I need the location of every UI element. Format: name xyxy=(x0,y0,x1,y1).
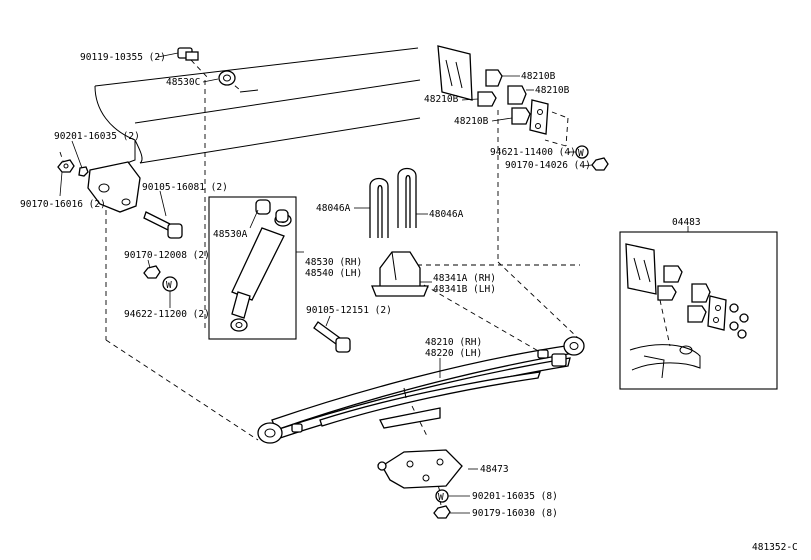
label-48473: 48473 xyxy=(480,464,509,475)
label-90170-14026: 90170-14026 (4) xyxy=(505,160,591,171)
bushing-48530A xyxy=(255,199,289,223)
figure-reference-number: 481352-C xyxy=(752,542,798,553)
label-48210B-1: 48210B xyxy=(521,71,556,82)
assembly-dashed-lines xyxy=(59,59,580,511)
vehicle-frame xyxy=(87,47,421,213)
label-04483: 04483 xyxy=(672,217,701,228)
washer-90201-16035: W xyxy=(435,489,449,503)
washer-94621-11400: W xyxy=(575,145,589,159)
label-48530A: 48530A xyxy=(213,229,248,240)
kit-04483-contents xyxy=(625,243,749,379)
label-90170-12008: 90170-12008 (2) xyxy=(124,250,210,261)
label-48210B-3: 48210B xyxy=(424,94,459,105)
bushing-icon xyxy=(218,70,236,86)
washer-icon: W xyxy=(162,276,178,292)
label-48210-rh: 48210 (RH) xyxy=(425,337,482,348)
label-94622-11200: 94622-11200 (2) xyxy=(124,309,210,320)
kit-04483-box xyxy=(619,231,778,390)
label-48341A-rh: 48341A (RH) xyxy=(433,273,496,284)
label-48210B-4: 48210B xyxy=(454,116,489,127)
svg-text:W: W xyxy=(166,280,172,291)
label-48220-lh: 48220 (LH) xyxy=(425,348,482,359)
u-bolt-48046A xyxy=(369,167,417,238)
nut-90170-14026 xyxy=(591,157,609,171)
label-48540-lh: 48540 (LH) xyxy=(305,268,362,279)
leader-lines xyxy=(59,52,689,514)
rear-hanger-bracket xyxy=(437,45,473,101)
label-90119-10355: 90119-10355 (2) xyxy=(80,52,166,63)
part-labels: 90119-10355 (2) 48530C 90201-16035 (2) 9… xyxy=(20,52,798,553)
label-90105-16081: 90105-16081 (2) xyxy=(142,182,228,193)
bolt-icon xyxy=(177,47,199,61)
label-94621-11400: 94621-11400 (4) xyxy=(490,147,576,158)
label-90179-16030: 90179-16030 (8) xyxy=(472,508,558,519)
label-48046A-left: 48046A xyxy=(316,203,351,214)
svg-text:W: W xyxy=(438,492,444,503)
label-48046A-right: 48046A xyxy=(429,209,464,220)
label-48341B-lh: 48341B (LH) xyxy=(433,284,496,295)
nut-90179-16030 xyxy=(433,505,451,519)
nut-small xyxy=(78,166,89,177)
svg-text:W: W xyxy=(578,148,584,159)
shackle-bushings xyxy=(477,69,549,135)
label-48530C: 48530C xyxy=(166,77,200,88)
label-90105-12151: 90105-12151 (2) xyxy=(306,305,392,316)
bolt-90105-16081 xyxy=(143,211,183,239)
label-90170-16016: 90170-16016 (2) xyxy=(20,199,106,210)
spring-seat-48341 xyxy=(371,251,429,297)
label-90201-16035-2: 90201-16035 (2) xyxy=(54,131,140,142)
bolt-90105-12151 xyxy=(313,321,351,353)
label-48210B-2: 48210B xyxy=(535,85,570,96)
leaf-spring-48210 xyxy=(257,336,585,444)
nut-90170-12008 xyxy=(143,265,161,279)
label-90201-16035-8: 90201-16035 (8) xyxy=(472,491,558,502)
shock-absorber-box xyxy=(208,196,297,340)
spring-plate-48473 xyxy=(377,449,463,489)
label-48530-rh: 48530 (RH) xyxy=(305,257,362,268)
nut-icon xyxy=(57,159,75,173)
